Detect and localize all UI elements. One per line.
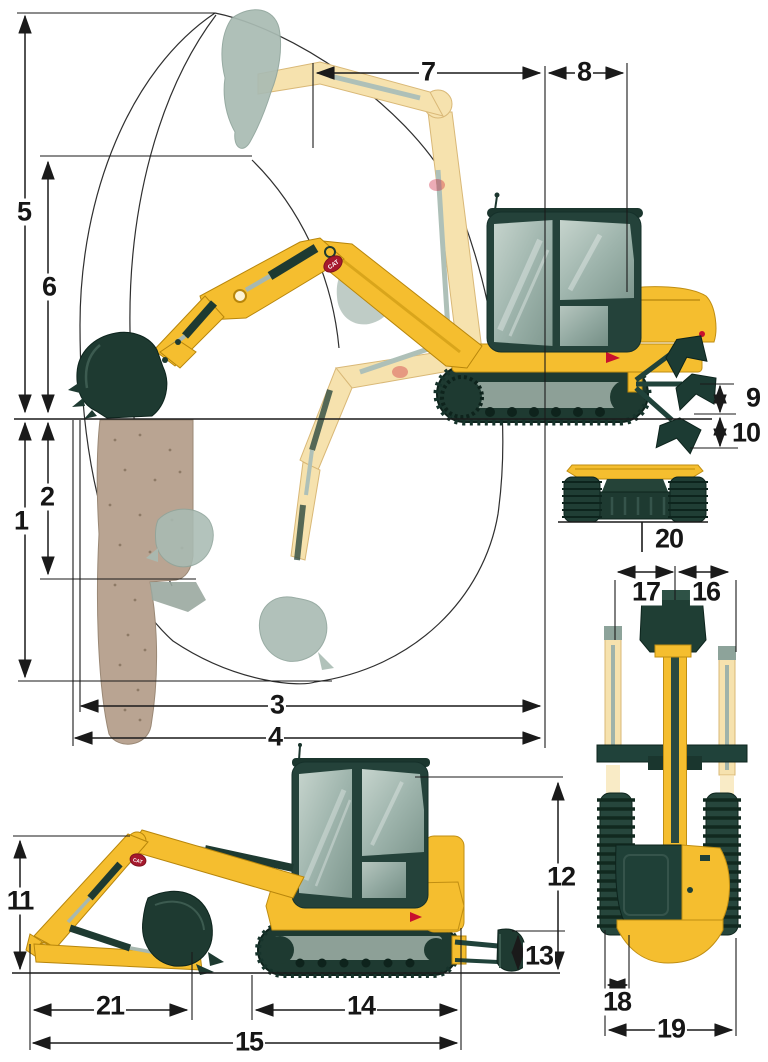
top-view-boom — [639, 590, 707, 861]
dim-label-3: 3 — [267, 689, 287, 720]
dim-label-15: 15 — [232, 1026, 266, 1057]
dim-label-6: 6 — [39, 271, 59, 302]
transport-blade — [451, 928, 526, 972]
ghost-bucket-in-trench — [146, 508, 214, 568]
dim-label-12: 12 — [544, 861, 578, 892]
dim-label-10: 10 — [729, 417, 763, 448]
reference-lines — [12, 12, 738, 1050]
dim-label-13: 13 — [522, 940, 556, 971]
dim-label-2: 2 — [37, 481, 57, 512]
dim-label-18: 18 — [600, 986, 634, 1017]
dim-label-7: 7 — [418, 56, 438, 87]
dim-label-5: 5 — [14, 196, 34, 227]
boom-and-stick: CAT — [153, 237, 483, 369]
cat-logo-boom: CAT — [323, 255, 343, 273]
svg-text:CAT: CAT — [327, 259, 340, 271]
cat-logo-transport-boom: CAT — [129, 853, 147, 867]
dim-label-8: 8 — [574, 56, 594, 87]
cab — [486, 192, 643, 353]
dim-label-21: 21 — [93, 990, 127, 1021]
ghost-swing-cylinders — [604, 626, 736, 810]
dozer-blade-positions — [627, 335, 717, 455]
tracks — [433, 362, 652, 426]
dim-label-11: 11 — [4, 885, 36, 916]
svg-text:CAT: CAT — [132, 857, 143, 865]
rear-track-view — [562, 464, 708, 523]
transport-side-view: CAT CAT — [25, 743, 526, 978]
top-view-body — [615, 844, 730, 964]
transport-tracks — [255, 922, 461, 978]
soil-wall — [96, 419, 206, 745]
dim-label-14: 14 — [344, 990, 378, 1021]
dim-label-17: 17 — [629, 576, 663, 607]
transport-cab — [291, 743, 430, 909]
transport-boom-folded: CAT — [25, 829, 305, 975]
excavator-side-view: CAT CAT — [68, 192, 717, 455]
top-view — [596, 590, 748, 964]
bucket — [68, 331, 168, 419]
dim-label-9: 9 — [743, 382, 763, 413]
dim-label-1: 1 — [11, 505, 31, 536]
dim-label-20: 20 — [652, 523, 686, 554]
dim-label-4: 4 — [265, 721, 285, 752]
dim-label-19: 19 — [654, 1013, 688, 1044]
dim-label-16: 16 — [689, 576, 723, 607]
